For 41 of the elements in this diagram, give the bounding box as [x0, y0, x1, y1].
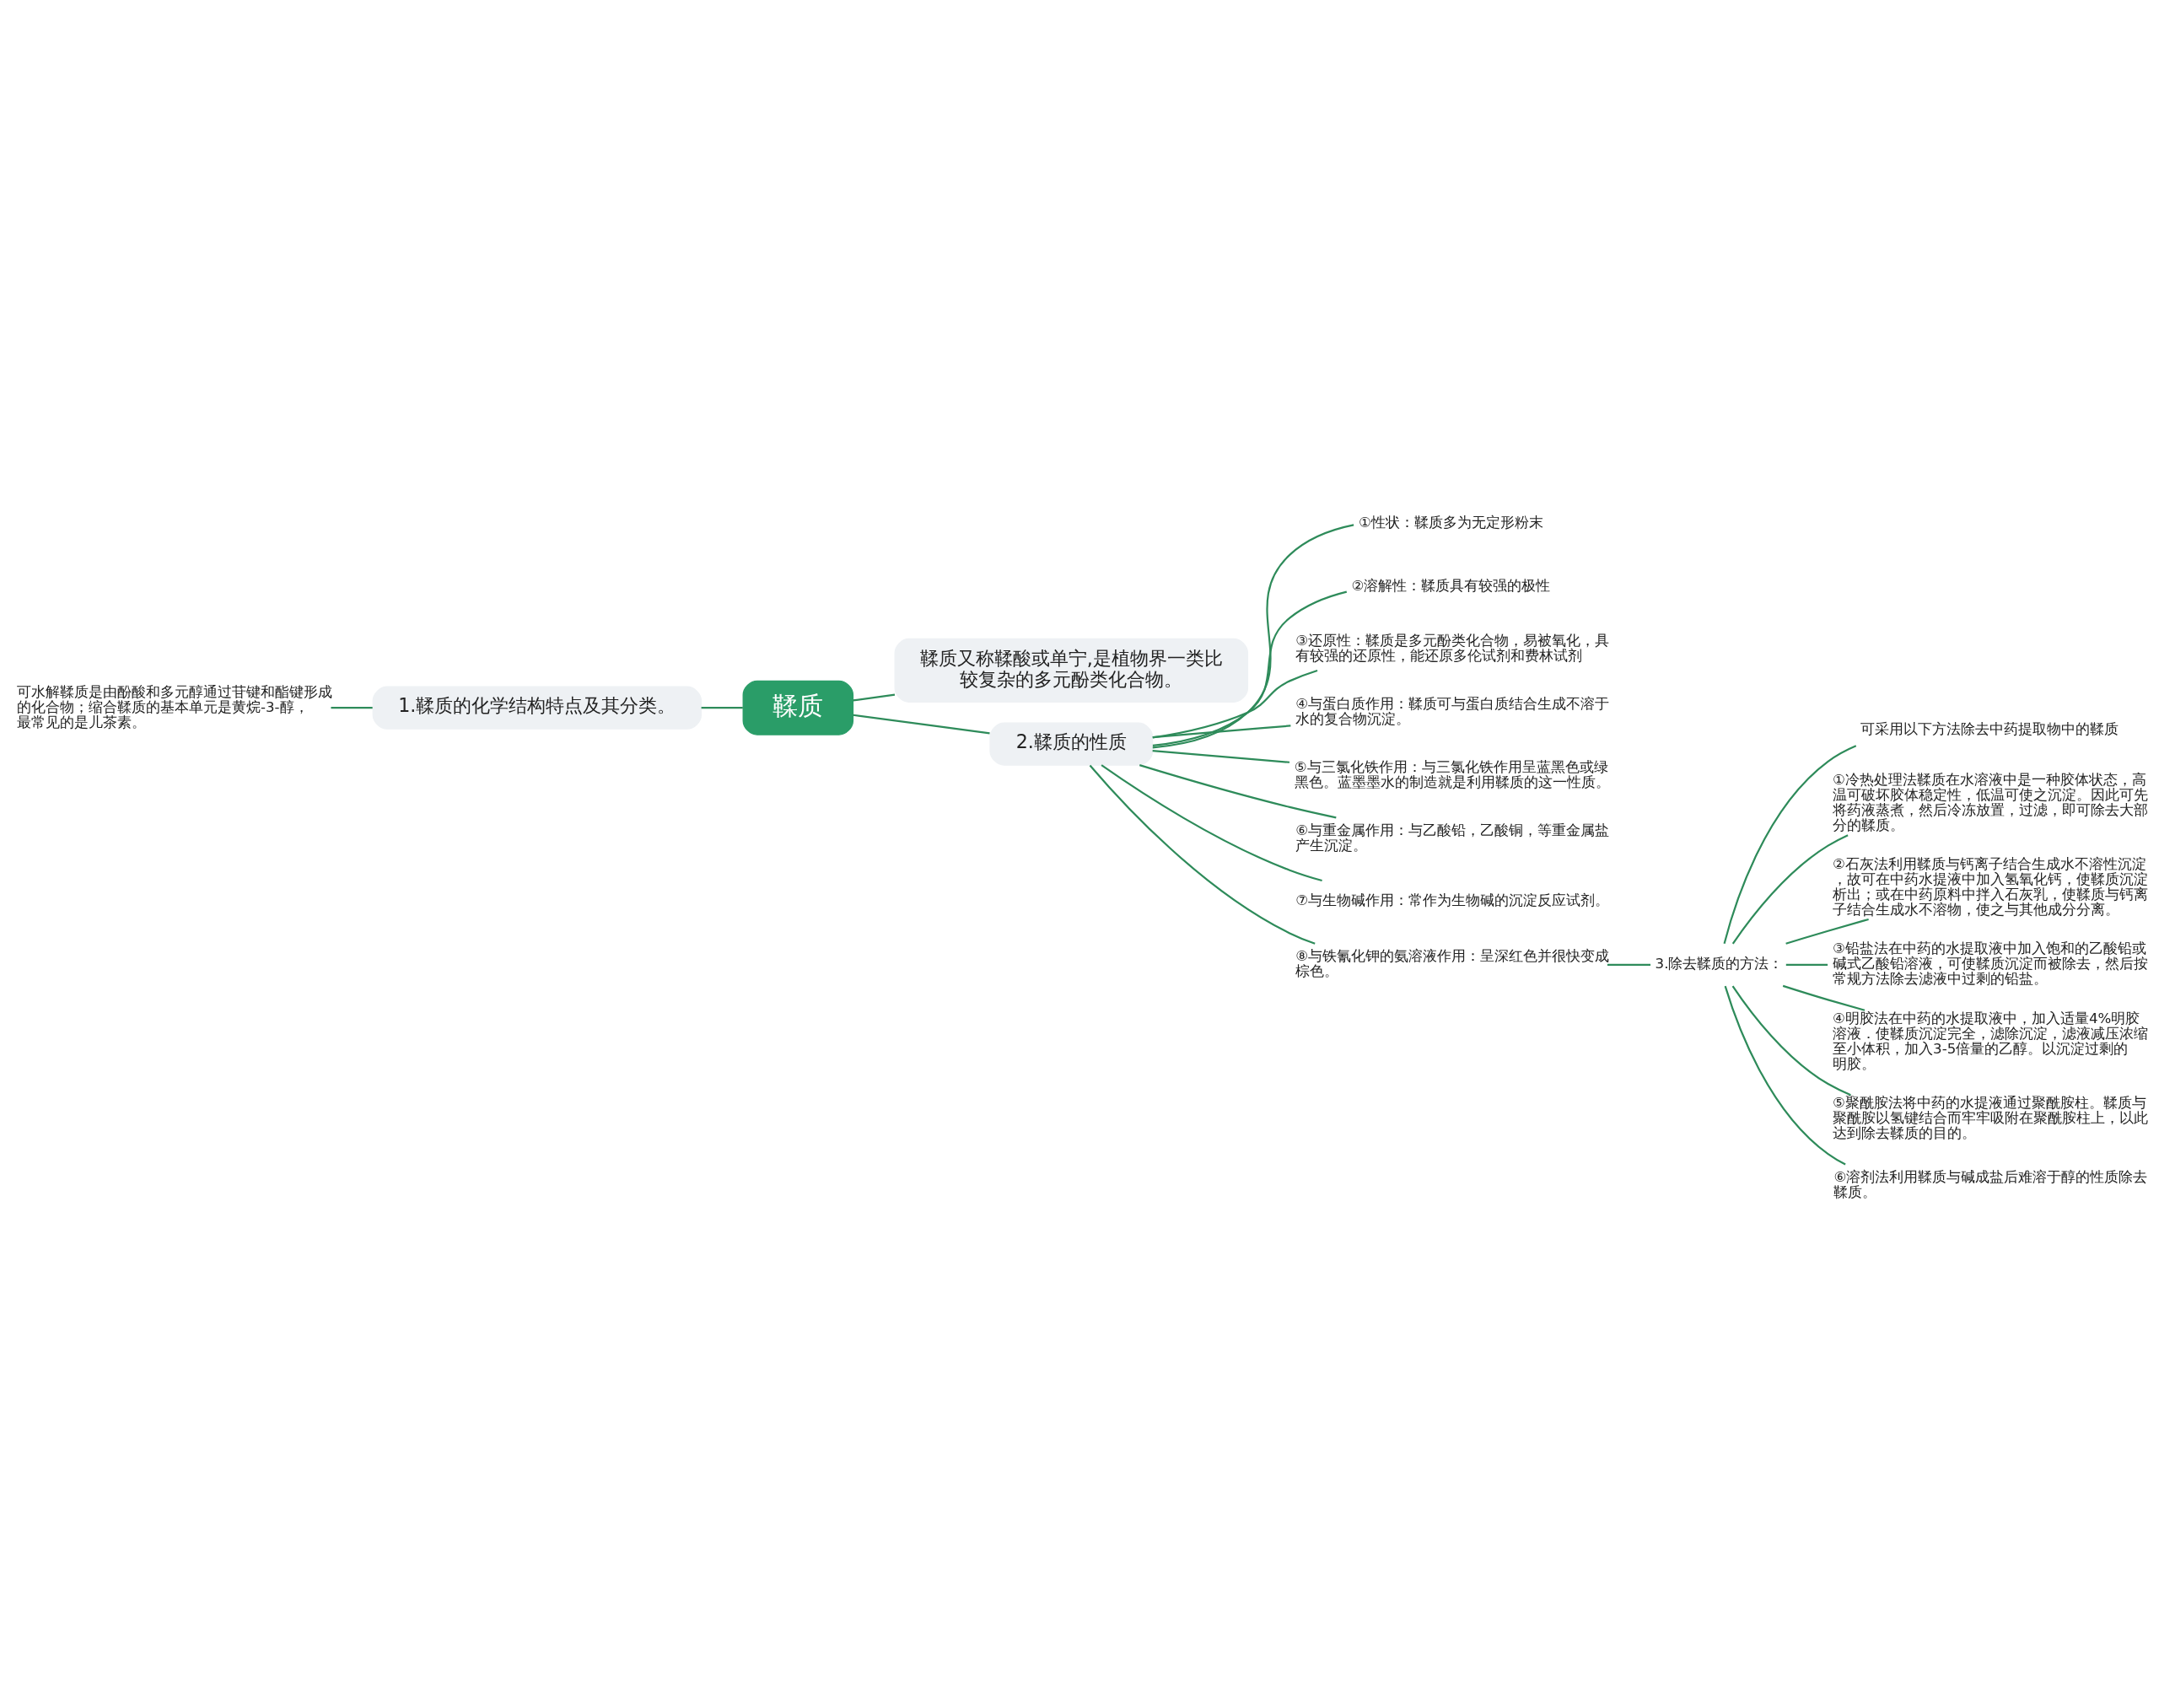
connector — [853, 714, 990, 734]
connector — [701, 706, 743, 709]
node-box: 鞣质又称鞣酸或单宁,是植物界一类比较复杂的多元酚类化合物。 — [894, 638, 1249, 703]
connector — [1785, 963, 1828, 966]
node-text: 3.除去鞣质的方法： — [1655, 955, 1784, 972]
node-text: ④与蛋白质作用：鞣质可与蛋白质结合生成不溶于水的复合物沉淀。 — [1295, 695, 1610, 727]
node-text: ②石灰法利用鞣质与钙离子结合生成水不溶性沉淀，故可在中药水提液中加入氢氧化钙，使鞣质沉淀析出；或在中药原料中拌入石灰乳，使鞣质与钙离子结合生成水不溶物，使之与其他成分分离。 — [1833, 855, 2149, 918]
node-text: ⑤与三氯化铁作用：与三氯化铁作用呈蓝黑色或绿黑色。蓝墨墨水的制造就是利用鞣质的这一性质。 — [1294, 758, 1610, 790]
connector — [853, 693, 896, 701]
node-text: 可采用以下方法除去中药提取物中的鞣质 — [1860, 720, 2119, 737]
node-text: ⑧与铁氰化钾的氨溶液作用：呈深红色并很快变成棕色。 — [1295, 947, 1610, 979]
connector — [1723, 744, 1857, 944]
connector — [1724, 985, 1846, 1166]
connector — [1152, 669, 1318, 739]
connector — [1785, 918, 1869, 945]
node-box: 1.鞣质的化学结构特点及其分类。 — [372, 686, 703, 730]
connector — [1152, 523, 1354, 748]
node-text: ⑤聚酰胺法将中药的水提液通过聚酰胺柱。鞣质与聚酰胺以氢键结合而牢牢吸附在聚酰胺柱上，以此达到除去鞣质的目的。 — [1833, 1094, 2149, 1141]
node-text: ③还原性：鞣质是多元酚类化合物，易被氧化，具有较强的还原性，能还原多伦试剂和费林试剂 — [1295, 632, 1610, 664]
node-text: ①性状：鞣质多为无定形粉末 — [1358, 514, 1543, 531]
node-text: ⑥与重金属作用：与乙酸铅，乙酸铜，等重金属盐产生沉淀。 — [1295, 822, 1610, 854]
node-box: 2.鞣质的性质 — [989, 722, 1154, 766]
connector — [1731, 985, 1851, 1096]
connector — [1152, 749, 1290, 763]
connector — [1782, 984, 1866, 1011]
connector — [1139, 763, 1337, 818]
connector — [1089, 764, 1316, 945]
node-text: ②溶解性：鞣质具有较强的极性 — [1351, 577, 1551, 594]
node-text: ⑥溶剂法利用鞣质与碱成盐后难溶于醇的性质除去鞣质。 — [1833, 1168, 2148, 1200]
connector — [1731, 833, 1849, 944]
connector — [1101, 763, 1322, 881]
node-text: ①冷热处理法鞣质在水溶液中是一种胶体状态，高温可破坏胶体稳定性，低温可使之沉淀。因此可先将药液蒸煮，然后冷冻放置，过滤，即可除去大部分的鞣质。 — [1833, 771, 2149, 833]
node-text: ③铅盐法在中药的水提取液中加入饱和的乙酸铅或碱式乙酸铅溶液，可使鞣质沉淀而被除去，然后按常规方法除去滤液中过剩的铅盐。 — [1833, 940, 2149, 987]
node-text: 可水解鞣质是由酚酸和多元醇通过苷键和酯键形成的化合物；缩合鞣质的基本单元是黄烷-3-醇，最常见的是儿茶素。 — [17, 683, 332, 730]
node-text: ④明胶法在中药的水提取液中，加入适量4%明胶溶液．使鞣质沉淀完全，滤除沉淀，滤液减压浓缩至小体积，加入3-5倍量的乙醇。以沉淀过剩的明胶。 — [1833, 1010, 2149, 1072]
connector — [1152, 590, 1348, 746]
connector — [1607, 963, 1651, 966]
connector — [331, 706, 373, 709]
node-text: ⑦与生物碱作用：常作为生物碱的沉淀反应试剂。 — [1295, 892, 1610, 908]
node-box: 鞣质 — [742, 680, 854, 735]
connector — [1152, 724, 1291, 738]
